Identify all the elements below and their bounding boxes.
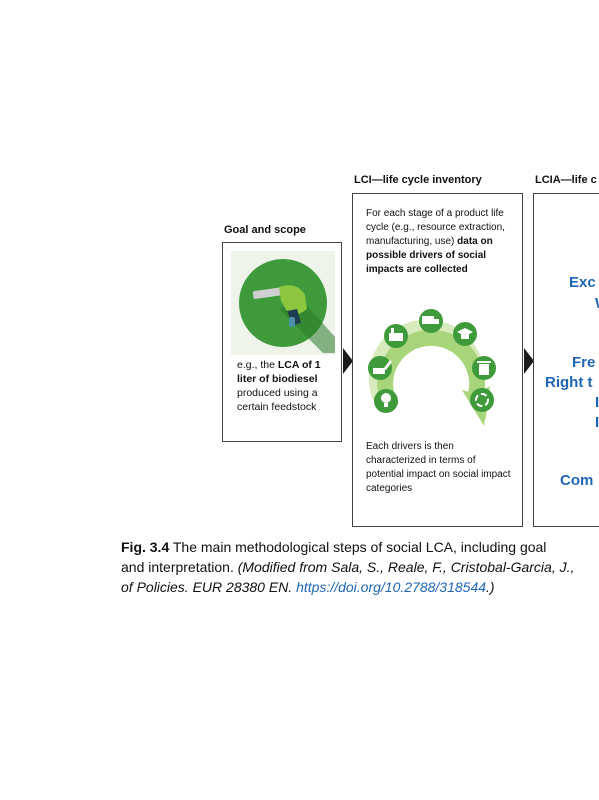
lcia-heading: LCIA—life c bbox=[535, 174, 597, 186]
goal-text-bold: LCA of 1 liter of biodiesel bbox=[237, 359, 321, 385]
caption-close: .) bbox=[486, 579, 495, 595]
trash-bin-icon bbox=[472, 356, 496, 380]
lcia-label-7: Com bbox=[560, 472, 594, 489]
lcia-box: Exc W Fre Right t I I Com bbox=[533, 193, 599, 527]
lightbulb-icon bbox=[374, 389, 398, 413]
truck-icon bbox=[419, 309, 443, 333]
recycle-icon bbox=[470, 388, 494, 412]
figure-caption-line-2: and interpretation. (Modified from Sala,… bbox=[121, 557, 574, 577]
arrow-right-icon bbox=[524, 348, 534, 374]
excavator-icon bbox=[368, 356, 392, 380]
lci-text-top: For each stage of a product life cycle (… bbox=[366, 207, 516, 277]
lcia-label-3: Fre bbox=[572, 354, 596, 371]
lcia-label-6: I bbox=[595, 414, 599, 431]
life-cycle-diagram bbox=[368, 309, 496, 426]
goal-text-2: produced using a certain feedstock bbox=[237, 387, 318, 413]
lci-box: For each stage of a product life cycle (… bbox=[352, 193, 523, 527]
fuel-panel bbox=[231, 251, 335, 355]
figure-label: Fig. 3.4 bbox=[121, 539, 170, 555]
lci-text-bottom: Each drivers is then characterized in te… bbox=[366, 441, 511, 494]
caption-text-1: The main methodological steps of social … bbox=[169, 539, 547, 555]
doi-link[interactable]: https://doi.org/10.2788/318544 bbox=[296, 579, 487, 595]
lcia-label-1: Exc bbox=[569, 274, 596, 291]
figure-caption-line-3: of Policies. EUR 28380 EN. https://doi.o… bbox=[121, 577, 495, 597]
goal-scope-heading: Goal and scope bbox=[224, 224, 306, 236]
goal-scope-box: e.g., the LCA of 1 liter of biodiesel pr… bbox=[222, 242, 342, 442]
arrow-right-icon bbox=[343, 348, 353, 374]
caption-citation: (Modified from Sala, S., Reale, F., Cris… bbox=[237, 559, 575, 575]
lcia-label-2: W bbox=[595, 295, 599, 312]
lcia-label-4: Right t bbox=[545, 374, 593, 391]
graduation-cap-icon bbox=[453, 322, 477, 346]
fuel-nozzle-icon bbox=[239, 259, 335, 353]
goal-scope-text: e.g., the LCA of 1 liter of biodiesel pr… bbox=[237, 358, 337, 414]
factory-icon bbox=[384, 324, 408, 348]
goal-text-1: e.g., the bbox=[237, 359, 278, 371]
lci-text-1: For each stage of a product life cycle (… bbox=[366, 208, 505, 247]
lci-heading: LCI—life cycle inventory bbox=[354, 174, 482, 186]
figure-caption-line-1: Fig. 3.4 The main methodological steps o… bbox=[121, 537, 546, 557]
lcia-label-5: I bbox=[595, 394, 599, 411]
caption-citation-end: of Policies. EUR 28380 EN. bbox=[121, 579, 297, 595]
lci-text-bold: data on possible drivers of social impac… bbox=[366, 236, 493, 275]
caption-text-2: and interpretation. bbox=[121, 559, 238, 575]
